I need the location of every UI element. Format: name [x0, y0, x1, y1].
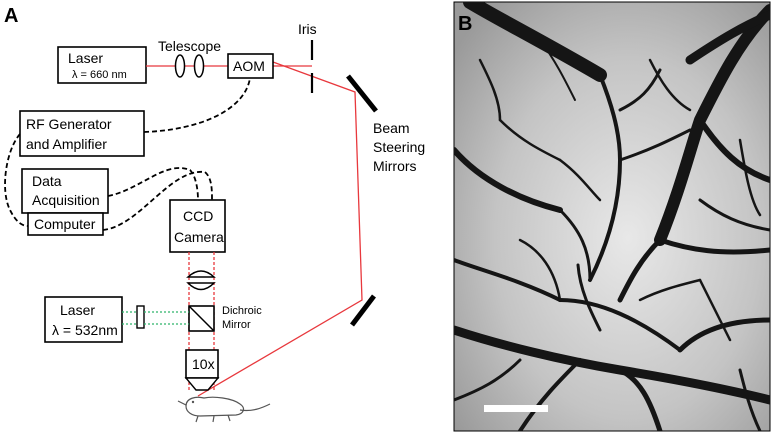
iris-label: Iris — [298, 21, 317, 37]
cable-rf-to-computer — [4, 133, 29, 227]
laser-532-wavelength: λ = 532nm — [52, 322, 118, 338]
beam-steering-label-2: Steering — [373, 139, 425, 155]
filter-element — [136, 305, 145, 329]
dichroic-label-1: Dichroic — [222, 305, 262, 317]
telescope-lens-1 — [174, 54, 186, 78]
data-acquisition-label-1: Data — [32, 173, 62, 189]
vessel-network — [454, 2, 770, 431]
vessel-image — [453, 1, 771, 432]
rf-generator-label-2: and Amplifier — [26, 136, 107, 152]
laser-532-box — [44, 296, 123, 343]
steering-mirror-lower — [350, 294, 376, 327]
aom-box — [227, 53, 274, 79]
ccd-camera-box — [169, 199, 226, 253]
dichroic-label-2: Mirror — [222, 319, 251, 331]
ccd-camera-label-2: Camera — [174, 229, 224, 245]
laser-660-wavelength: λ = 660 nm — [72, 69, 127, 81]
telescope-lens-2 — [193, 54, 205, 78]
tube-lens-icon — [186, 270, 216, 278]
aom-label: AOM — [233, 58, 265, 74]
dichroic-diagonal — [188, 305, 215, 332]
laser-532-label: Laser — [60, 302, 95, 318]
panel-b-label: B — [458, 13, 472, 35]
telescope-label: Telescope — [158, 38, 221, 54]
computer-label: Computer — [34, 216, 96, 232]
objective-tip — [184, 377, 220, 391]
tube-lens-lower-icon — [186, 282, 216, 291]
rf-generator-box — [19, 110, 145, 157]
ccd-camera-label-1: CCD — [183, 208, 213, 224]
beam-steering-label-1: Beam — [373, 120, 410, 136]
computer-box — [27, 212, 104, 236]
panel-b: B — [453, 1, 771, 432]
cable-rf-to-aom — [143, 77, 251, 133]
laser-660-box — [57, 46, 147, 84]
cable-computer-to-camera-2 — [102, 171, 213, 231]
steering-mirror-upper — [346, 74, 378, 113]
scale-bar — [484, 405, 548, 412]
objective-label: 10x — [192, 356, 215, 372]
beam-steering-label-3: Mirrors — [373, 158, 417, 174]
rf-generator-label-1: RF Generator — [26, 116, 112, 132]
beam-path-to-sample — [197, 61, 363, 397]
rat-icon — [177, 396, 271, 423]
data-acquisition-label-2: Acquisition — [32, 192, 100, 208]
data-acquisition-box — [21, 168, 109, 214]
laser-660-label: Laser — [68, 50, 103, 66]
objective-box — [185, 349, 219, 379]
panel-a-label: A — [4, 5, 18, 27]
cable-daq-to-camera-1 — [107, 167, 199, 201]
panel-a: A Laser λ = 660 nm Telescope AOM Iris Be… — [4, 5, 425, 423]
